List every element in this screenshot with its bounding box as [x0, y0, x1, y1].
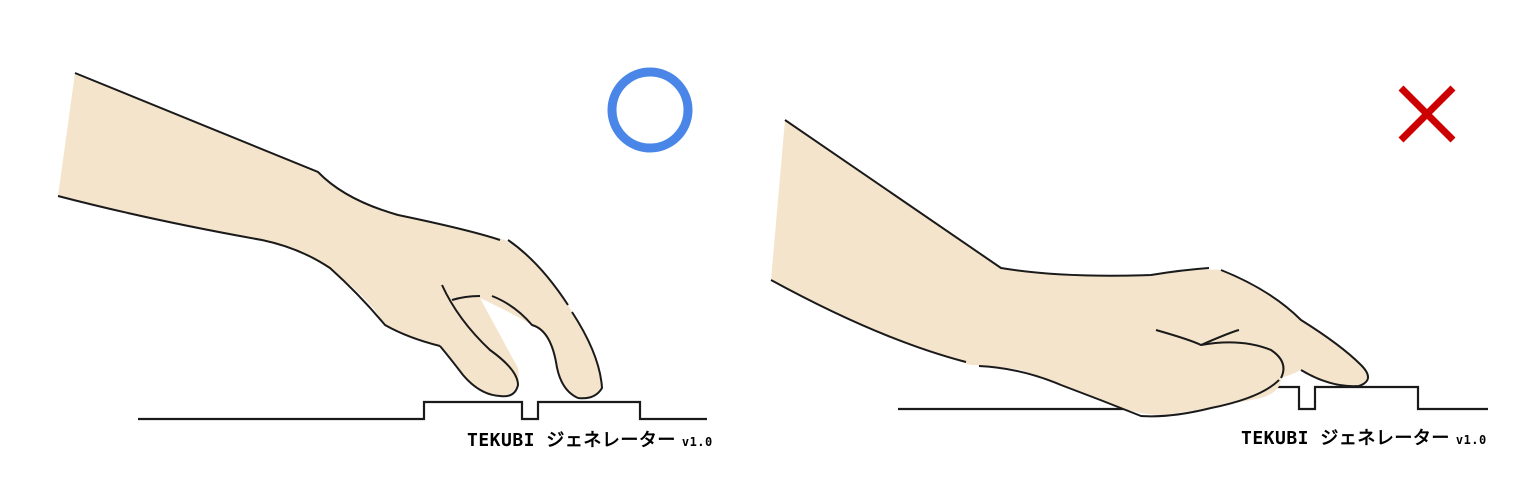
watermark-version: v1.0: [1455, 433, 1487, 447]
watermark-incorrect: TEKUBI ジェネレーター v1.0: [1241, 424, 1487, 450]
thumb-crease-line: [451, 295, 481, 301]
panel-incorrect-posture: TEKUBI ジェネレーター v1.0: [761, 0, 1522, 482]
curled-finger-crease-line: [1200, 329, 1240, 346]
cross-icon-stroke-2: [1398, 85, 1456, 143]
watermark-title: TEKUBI ジェネレーター: [1241, 428, 1450, 449]
index-finger-line: [1220, 269, 1369, 388]
thumb-line: [439, 284, 520, 398]
forearm-top-line: [784, 119, 1210, 277]
forearm-bottom-line: [770, 279, 967, 363]
incorrect-posture-illustration: [770, 85, 1488, 418]
hand-skin: [771, 120, 1369, 415]
correct-posture-illustration: [57, 67, 707, 421]
circle-icon: [607, 67, 693, 153]
watermark-correct: TEKUBI ジェネレーター v1.0: [467, 426, 713, 452]
forearm-top-line: [74, 72, 501, 241]
wrist-bottom-line: [978, 365, 1280, 418]
curled-finger-line: [1155, 329, 1285, 379]
keyboard-outline: [138, 400, 707, 421]
index-finger-tip-line: [491, 295, 604, 400]
forearm-bottom-line: [57, 195, 441, 347]
panel-correct-posture: TEKUBI ジェネレーター v1.0: [57, 67, 713, 452]
watermark-title: TEKUBI ジェネレーター: [467, 430, 676, 451]
index-finger-line: [507, 239, 569, 306]
watermark-version: v1.0: [681, 435, 713, 449]
hand-skin: [58, 73, 602, 399]
